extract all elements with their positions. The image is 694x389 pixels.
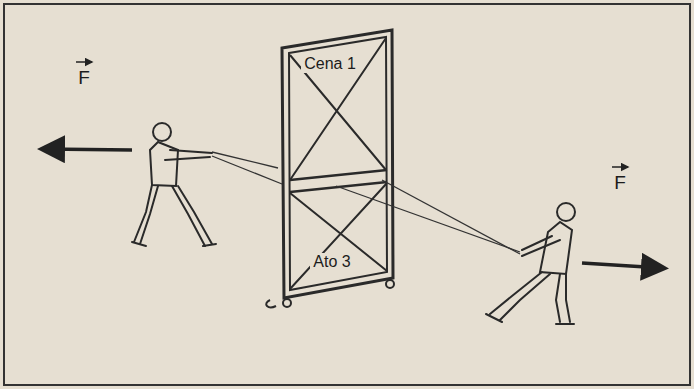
vector-sign: [612, 166, 628, 168]
rope: [212, 152, 520, 254]
force-arrow: [582, 263, 662, 268]
right-man: [486, 203, 575, 324]
stage-flat: [266, 30, 394, 307]
force-label: F: [614, 173, 626, 194]
scene-label: Cena 1: [301, 55, 359, 73]
force-label: F: [78, 68, 90, 89]
scene-label: Ato 3: [310, 253, 353, 271]
left-man: [132, 123, 216, 246]
force-arrow: [44, 149, 132, 150]
vector-sign: [76, 61, 92, 63]
